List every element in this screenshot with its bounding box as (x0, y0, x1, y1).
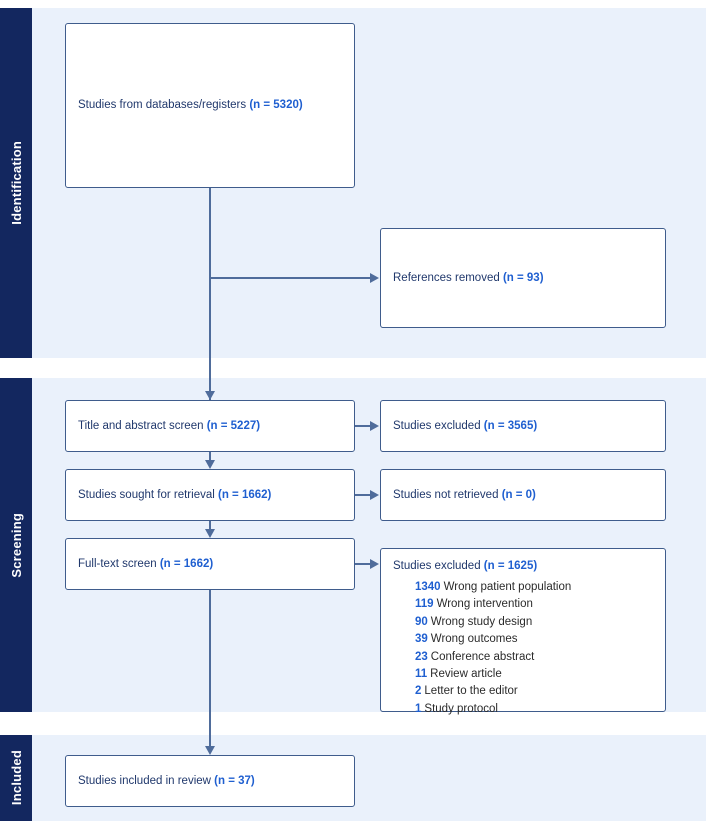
exclusion-reason-count: 23 (415, 650, 428, 663)
box-label: Studies sought for retrieval (78, 488, 215, 501)
box-studies-included-in-review: Studies included in review (n = 37) (65, 755, 355, 807)
exclusion-reason-count: 11 (415, 668, 428, 681)
box-heading: Studies excluded (n = 1625) (393, 558, 571, 575)
box-studies-included-in-review-text: Studies included in review (n = 37) (66, 773, 267, 790)
box-studies-excluded-title-abstract-text: Studies excluded (n = 3565) (381, 418, 549, 435)
box-references-removed-text: References removed (n = 93) (381, 270, 556, 287)
box-count: (n = 1662) (218, 488, 272, 501)
box-studies-from-databases: Studies from databases/registers (n = 53… (65, 23, 355, 188)
box-count: (n = 5320) (249, 99, 303, 112)
connector-databases-to-references-removed (209, 277, 371, 279)
box-label: Studies not retrieved (393, 488, 499, 501)
exclusion-reason-count: 1340 (415, 580, 441, 593)
arrow-right-icon (370, 273, 379, 283)
arrow-down-icon (205, 391, 215, 400)
exclusion-reason-count: 39 (415, 633, 428, 646)
arrow-right-icon (370, 490, 379, 500)
exclusion-reason-label: Wrong patient population (443, 580, 572, 593)
box-title-and-abstract-screen-text: Title and abstract screen (n = 5227) (66, 418, 272, 435)
box-studies-excluded-title-abstract: Studies excluded (n = 3565) (380, 400, 666, 452)
connector-title-abstract-to-sought (209, 452, 211, 460)
box-label: Studies excluded (393, 419, 481, 432)
exclusion-reason-count: 2 (415, 685, 422, 698)
box-count: (n = 0) (501, 488, 536, 501)
box-full-text-screen-text: Full-text screen (n = 1662) (66, 556, 225, 573)
box-full-text-screen: Full-text screen (n = 1662) (65, 538, 355, 590)
box-label: Studies included in review (78, 774, 211, 787)
box-studies-sought-for-retrieval: Studies sought for retrieval (n = 1662) (65, 469, 355, 521)
stage-label-screening-text: Screening (8, 512, 24, 578)
exclusion-reason-count: 1 (415, 702, 422, 715)
connector-databases-to-title-abstract (209, 188, 211, 400)
exclusion-reason-count: 119 (415, 598, 434, 611)
box-studies-from-databases-text: Studies from databases/registers (n = 53… (66, 97, 315, 114)
exclusion-reason-count: 90 (415, 615, 428, 628)
arrow-down-icon (205, 460, 215, 469)
arrow-right-icon (370, 421, 379, 431)
box-count: (n = 5227) (206, 419, 261, 432)
arrow-down-icon (205, 746, 215, 755)
exclusion-reason-label: Wrong study design (430, 615, 533, 628)
box-count: (n = 3565) (483, 419, 538, 432)
box-label: Title and abstract screen (78, 419, 204, 432)
box-studies-not-retrieved-text: Studies not retrieved (n = 0) (381, 487, 548, 504)
box-label: References removed (393, 271, 500, 284)
connector-sought-to-not-retrieved (355, 494, 371, 496)
exclusion-reason-label: Letter to the editor (424, 685, 518, 698)
connector-sought-to-full-text (209, 521, 211, 529)
connector-full-text-to-excluded (355, 563, 371, 565)
box-count: (n = 1662) (159, 557, 214, 570)
exclusion-reason-label: Wrong intervention (436, 598, 533, 611)
box-label: Studies from databases/registers (78, 99, 247, 112)
stage-label-identification-text: Identification (8, 141, 24, 225)
box-label: Full-text screen (78, 557, 157, 570)
box-title-and-abstract-screen: Title and abstract screen (n = 5227) (65, 400, 355, 452)
exclusion-reason-label: Wrong outcomes (430, 633, 518, 646)
box-references-removed: References removed (n = 93) (380, 228, 666, 328)
connector-title-abstract-to-excluded (355, 425, 371, 427)
stage-label-included-text: Included (8, 750, 24, 806)
stage-label-screening: Screening (0, 378, 32, 712)
exclusion-reason-label: Review article (430, 668, 502, 681)
box-label: Studies excluded (393, 560, 481, 572)
box-studies-not-retrieved: Studies not retrieved (n = 0) (380, 469, 666, 521)
connector-full-text-to-included (209, 590, 211, 750)
arrow-right-icon (370, 559, 379, 569)
box-count: (n = 1625) (483, 560, 538, 572)
stage-label-identification: Identification (0, 8, 32, 358)
arrow-down-icon (205, 529, 215, 538)
box-count: (n = 93) (502, 271, 544, 284)
exclusion-reason-label: Study protocol (424, 702, 498, 715)
box-count: (n = 37) (214, 774, 255, 787)
exclusion-reason-label: Conference abstract (430, 650, 535, 663)
box-studies-sought-for-retrieval-text: Studies sought for retrieval (n = 1662) (66, 487, 283, 504)
stage-label-included: Included (0, 735, 32, 821)
